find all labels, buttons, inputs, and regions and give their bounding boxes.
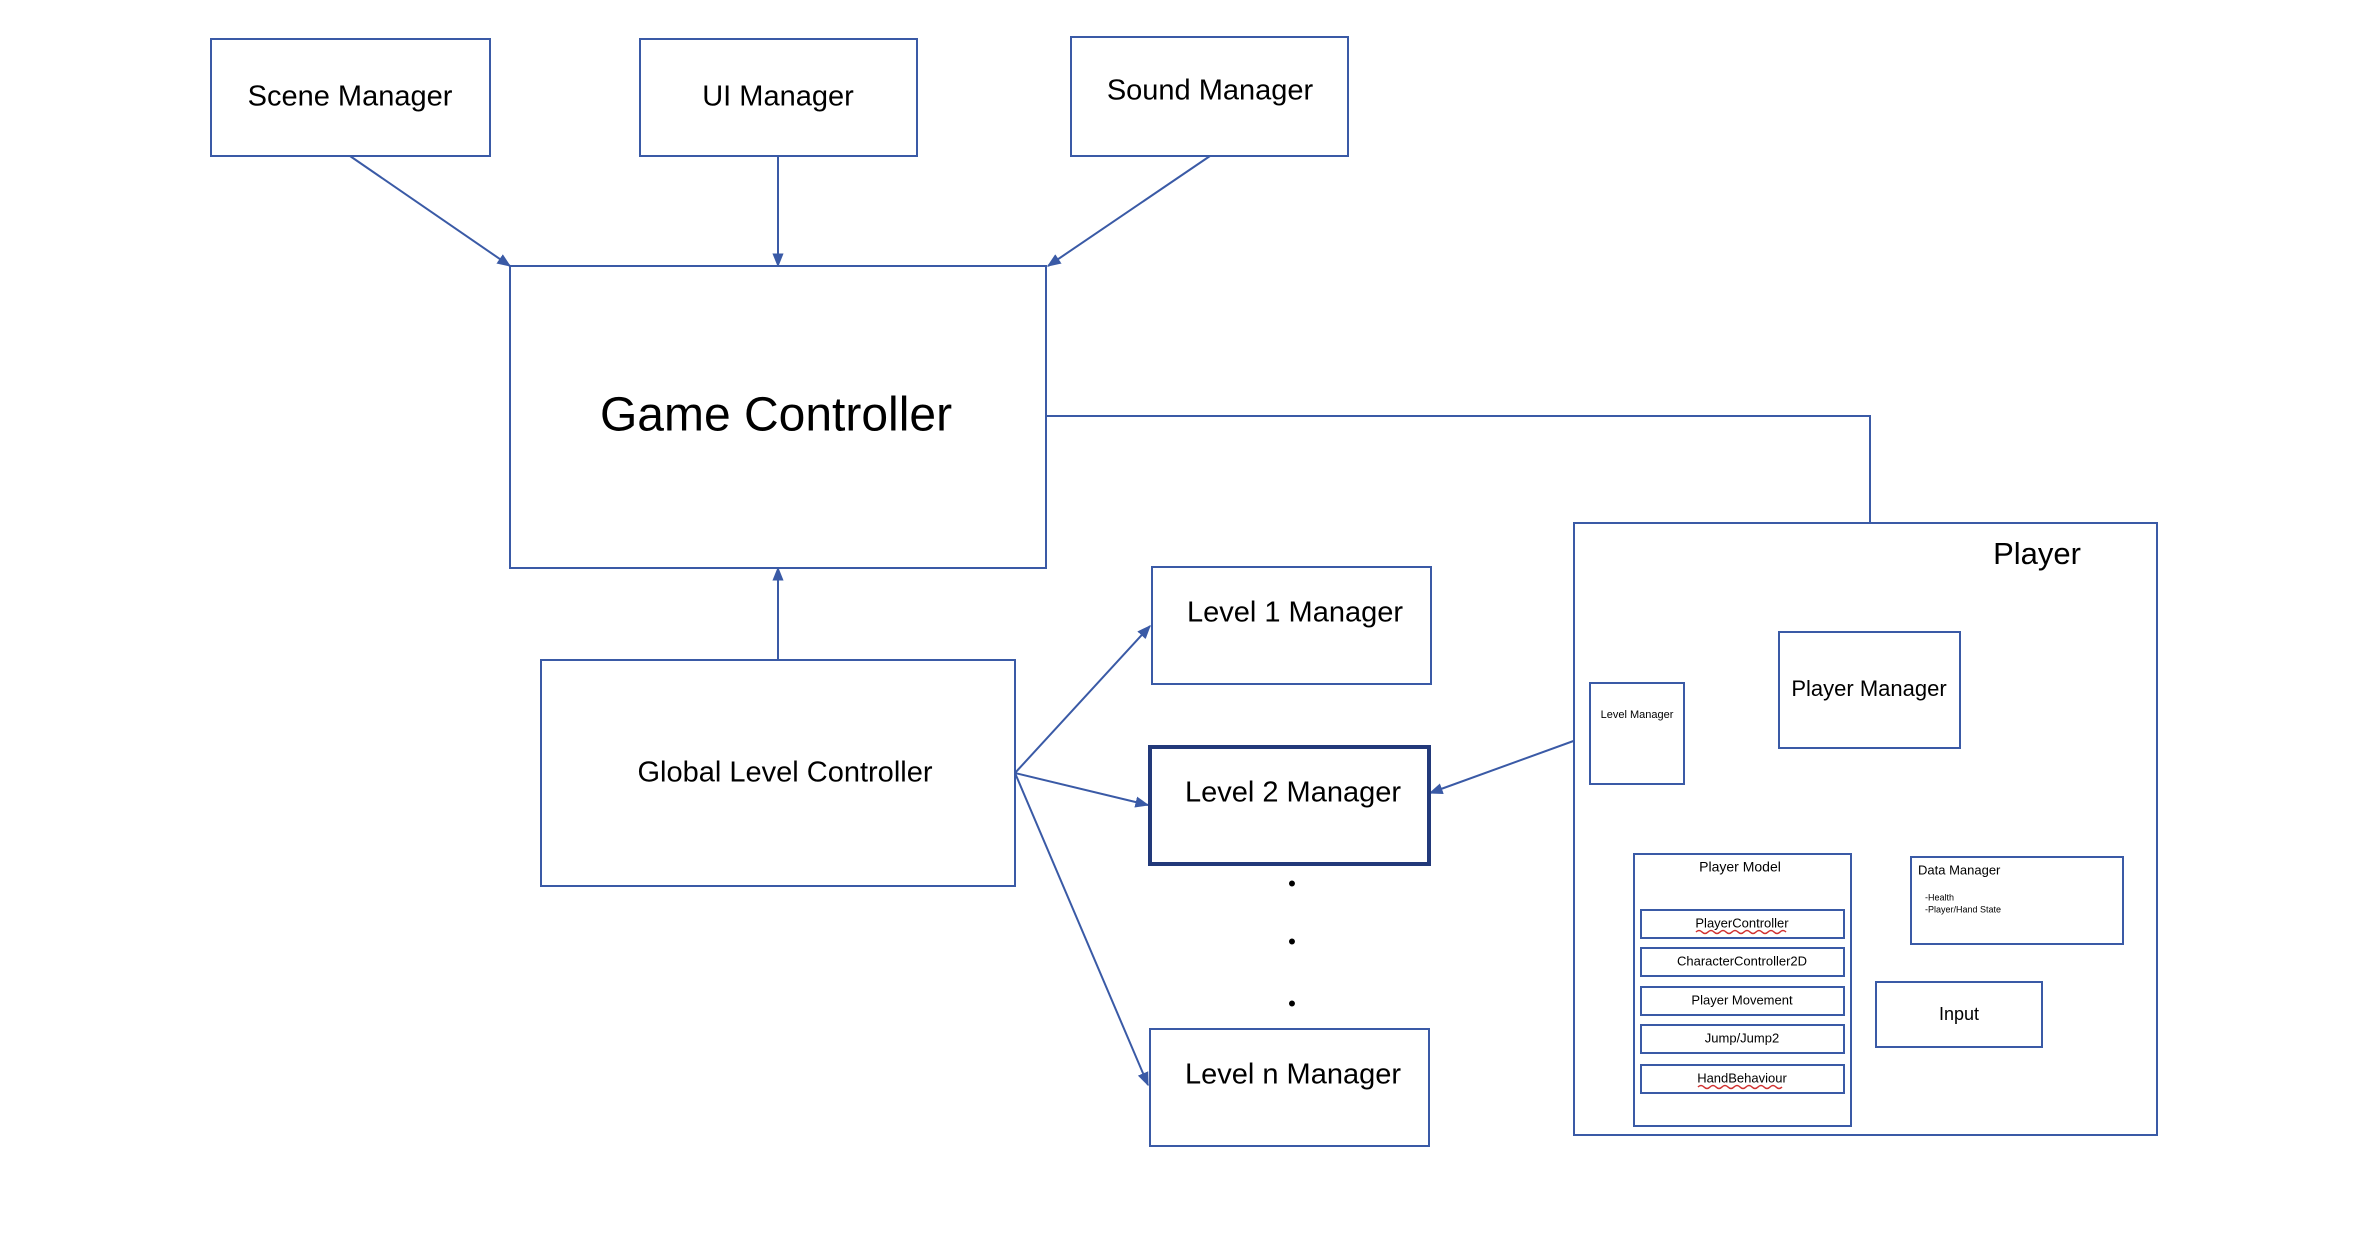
player-manager-node: Player Manager (1778, 631, 1961, 749)
level2-manager-label: Level 2 Manager (1185, 777, 1401, 809)
character-controller-label: CharacterController2D (1677, 953, 1807, 968)
sound-manager-node: Sound Manager (1070, 36, 1349, 157)
player-controller-label: PlayerController (1695, 915, 1789, 930)
player-manager-label: Player Manager (1791, 676, 1946, 701)
game-controller-node: Game Controller (509, 265, 1047, 569)
list-item: HandBehaviour (1640, 1064, 1845, 1094)
list-item: PlayerController (1640, 909, 1845, 939)
spellcheck-underline (1697, 1084, 1783, 1090)
level1-manager-node: Level 1 Manager (1151, 566, 1432, 685)
edge-scene-to-game (349, 155, 512, 267)
input-label: Input (1939, 1004, 1979, 1024)
level1-manager-label: Level 1 Manager (1187, 597, 1403, 629)
edge-global-to-leveln (1014, 772, 1149, 1087)
data-manager-line: -Health (1925, 892, 1954, 902)
scene-manager-node: Scene Manager (210, 38, 491, 157)
sound-manager-label: Sound Manager (1107, 75, 1314, 107)
hand-behaviour-label: HandBehaviour (1697, 1070, 1787, 1085)
player-container: Player Level Manager Player Manager Play… (1573, 522, 2158, 1136)
game-controller-label: Game Controller (600, 389, 952, 442)
ui-manager-node: UI Manager (639, 38, 918, 157)
data-manager-title: Data Manager (1918, 862, 2001, 877)
leveln-manager-label: Level n Manager (1185, 1059, 1401, 1091)
edge-level-manager-to-level2 (1428, 734, 1591, 794)
edge-global-to-level2 (1014, 772, 1150, 808)
data-manager-node: Data Manager -Health -Player/Hand State (1910, 856, 2124, 945)
global-level-controller-node: Global Level Controller (540, 659, 1016, 887)
edge-global-to-level1 (1014, 624, 1151, 774)
edge-sound-to-game (1046, 155, 1211, 267)
ellipsis-dot: • (1288, 991, 1296, 1016)
list-item: Jump/Jump2 (1640, 1024, 1845, 1054)
player-title: Player (1993, 536, 2081, 571)
ellipsis-dot: • (1288, 929, 1296, 954)
player-model-title: Player Model (1699, 859, 1781, 875)
leveln-manager-node: Level n Manager (1149, 1028, 1430, 1147)
player-level-manager-node: Level Manager (1589, 682, 1685, 785)
global-level-controller-label: Global Level Controller (638, 757, 933, 789)
ellipsis-dots: • • • (1288, 871, 1296, 1016)
data-manager-line: -Player/Hand State (1925, 904, 2001, 914)
player-level-manager-label: Level Manager (1601, 709, 1674, 721)
level2-manager-node: Level 2 Manager (1148, 745, 1431, 866)
spellcheck-underline (1695, 929, 1787, 935)
ellipsis-dot: • (1288, 871, 1296, 896)
list-item: Player Movement (1640, 986, 1845, 1016)
jump-label: Jump/Jump2 (1705, 1030, 1779, 1045)
player-model-node: Player Model PlayerController CharacterC… (1633, 853, 1852, 1127)
list-item: CharacterController2D (1640, 947, 1845, 977)
input-node: Input (1875, 981, 2043, 1048)
scene-manager-label: Scene Manager (248, 81, 453, 113)
player-movement-label: Player Movement (1691, 992, 1793, 1007)
ui-manager-label: UI Manager (702, 81, 854, 113)
